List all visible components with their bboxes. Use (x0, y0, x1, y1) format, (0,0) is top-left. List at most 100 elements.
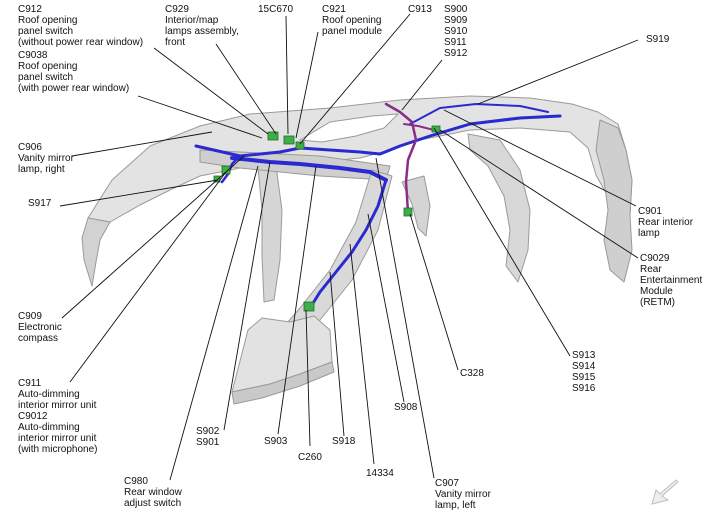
label-s903: S903 (264, 436, 287, 447)
label-line: C929 (165, 4, 189, 15)
label-line: C907 (435, 478, 459, 489)
label-s908: S908 (394, 402, 417, 413)
leader-c911 (69, 171, 227, 383)
label-line: front (165, 37, 186, 48)
label-line: Rear (640, 264, 662, 275)
label-line: Module (640, 286, 673, 297)
label-c260: C260 (298, 452, 322, 463)
label-line: Rear window (124, 487, 182, 498)
label-s917: S917 (28, 198, 51, 209)
label-line: C980 (124, 476, 148, 487)
label-line: Auto-dimming (18, 389, 80, 400)
label-line: panel module (322, 26, 383, 37)
b-pillar-right (257, 165, 283, 303)
label-line: adjust switch (124, 498, 182, 509)
connector-front-cluster (267, 131, 279, 141)
label-line: lamps assembly, (165, 26, 239, 37)
label-line: S901 (196, 437, 220, 448)
label-line: (with microphone) (18, 444, 98, 455)
a-pillar-right (81, 217, 111, 287)
leader-c328 (409, 213, 459, 371)
leader-14334 (349, 243, 375, 465)
connector-s917 (213, 175, 221, 183)
label-line: Auto-dimming (18, 422, 80, 433)
label-line: S919 (646, 34, 670, 45)
label-line: S900 (444, 4, 468, 15)
label-line: C913 (408, 4, 432, 15)
b-pillar-left (401, 175, 431, 237)
label-line: 14334 (366, 468, 394, 479)
label-line: Roof opening (18, 15, 78, 26)
leader-s902 (223, 161, 271, 431)
label-line: Roof opening (322, 15, 382, 26)
connectors (213, 125, 441, 312)
label-line: Roof opening (18, 61, 78, 72)
leader-s908 (367, 213, 405, 403)
label-c913: C913 (408, 4, 432, 15)
label-line: lamp, right (18, 164, 65, 175)
leader-s900 (401, 59, 443, 111)
leader-15c670 (285, 15, 289, 135)
leader-c9038 (137, 95, 263, 139)
harness-cross-header (230, 156, 388, 182)
label-line: S912 (444, 48, 468, 59)
label-line: Vanity mirror (435, 489, 491, 500)
label-line: C921 (322, 4, 346, 15)
label-line: S914 (572, 361, 596, 372)
label-line: C9029 (640, 253, 670, 264)
leader-s913 (433, 127, 571, 357)
label-line: panel switch (18, 72, 74, 83)
connector-c907 (303, 301, 315, 312)
leader-s903 (277, 165, 317, 435)
label-line: C9038 (18, 50, 48, 61)
label-line: S916 (572, 383, 596, 394)
label-line: Entertainment (640, 275, 703, 286)
sunroof-opening (299, 113, 399, 143)
label-line: Vanity mirror (18, 153, 74, 164)
leader-c909 (61, 155, 245, 319)
label-line: interior mirror unit (18, 400, 97, 411)
lower-body-edge (231, 361, 335, 405)
label-line: S915 (572, 372, 596, 383)
label-s918: S918 (332, 436, 355, 447)
harness-rear-cross (409, 103, 549, 125)
label-line: lamp (638, 228, 660, 239)
a-pillar-left (273, 169, 393, 347)
label-s919: S919 (646, 34, 669, 45)
label-line: S902 (196, 426, 220, 437)
label-line: (RETM) (640, 297, 675, 308)
label-line: C9012 (18, 411, 48, 422)
label-line: C260 (298, 452, 322, 463)
label-line: S909 (444, 15, 468, 26)
leader-c906 (71, 131, 213, 157)
label-line: compass (18, 333, 59, 344)
harness-purple-upper (403, 123, 435, 131)
label-line: lamp, left (435, 500, 476, 511)
label-line: Rear interior (638, 217, 694, 228)
label-14334: 14334 (366, 468, 394, 479)
leader-c907 (375, 157, 435, 479)
leader-c929 (215, 43, 277, 135)
connector-c328 (403, 207, 413, 217)
label-line: (with power rear window) (18, 83, 130, 94)
harness-purple-rear (384, 102, 418, 214)
leader-c980 (169, 165, 259, 481)
arrow-down-left-icon[interactable] (648, 478, 682, 508)
label-line: S911 (444, 37, 467, 48)
label-line: C911 (18, 378, 42, 389)
label-15c670: 15C670 (258, 4, 293, 15)
label-c328: C328 (460, 368, 484, 379)
label-line: C328 (460, 368, 484, 379)
